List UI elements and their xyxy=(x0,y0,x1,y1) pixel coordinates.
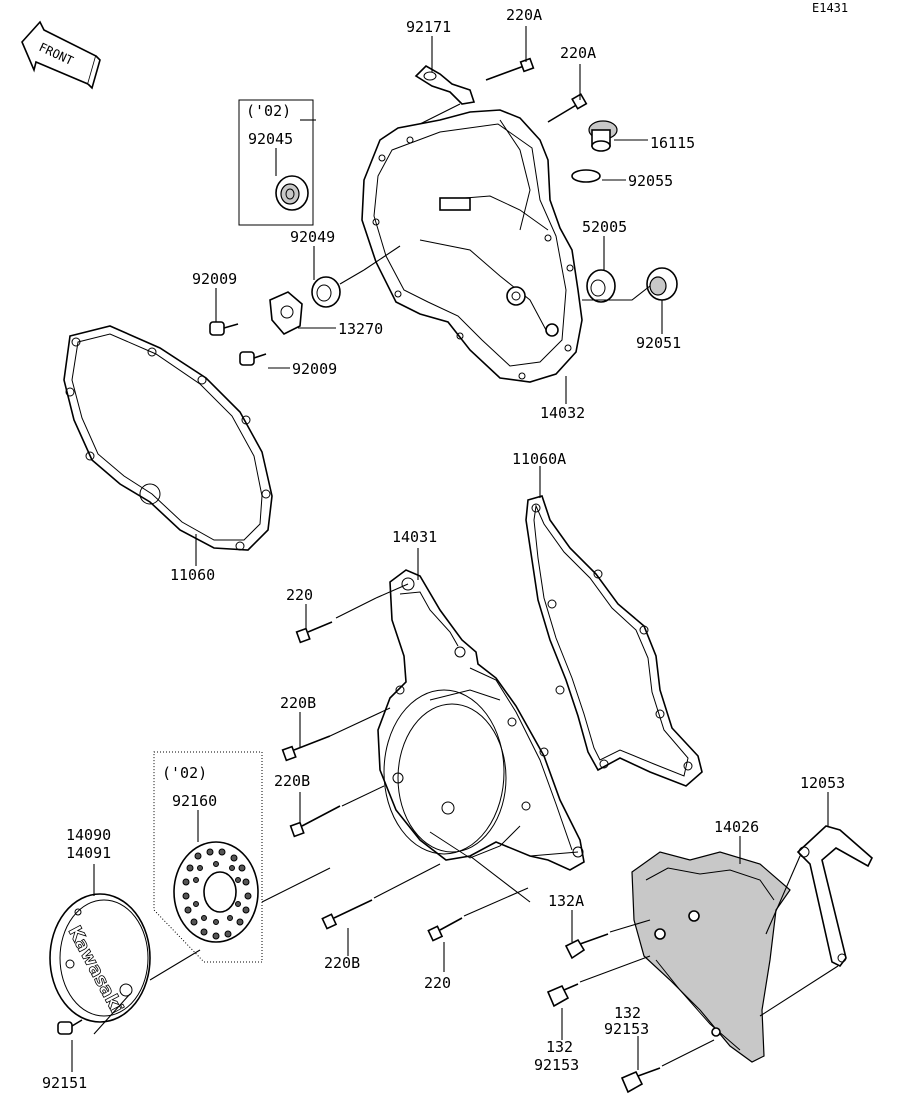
label-220B-lower: 220B xyxy=(324,954,360,972)
label-12053: 12053 xyxy=(800,774,845,792)
front-arrow-icon: FRONT xyxy=(21,20,101,90)
year-note-lower: ('02) xyxy=(162,764,207,782)
plate-13270 xyxy=(269,291,303,335)
label-220A-second: 220A xyxy=(560,44,596,62)
label-16115: 16115 xyxy=(650,134,695,152)
label-220-upper: 220 xyxy=(286,586,313,604)
label-92009-upper: 92009 xyxy=(192,270,237,288)
label-220A-top: 220A xyxy=(506,6,542,24)
seal-92049 xyxy=(311,276,341,308)
cover-cap-14090: Kawasaki xyxy=(49,893,151,1023)
sprocket-cover-14026 xyxy=(631,851,791,1063)
screw-92009-lower xyxy=(239,351,267,366)
label-92051: 92051 xyxy=(636,334,681,352)
seal-52005 xyxy=(586,269,616,303)
leader-lines xyxy=(71,26,839,1072)
generator-cover-14031 xyxy=(377,569,585,871)
label-92055: 92055 xyxy=(628,172,673,190)
label-132A: 132A xyxy=(548,892,584,910)
bolt-220-upper xyxy=(295,621,333,644)
label-52005: 52005 xyxy=(582,218,627,236)
label-11060A: 11060A xyxy=(512,450,566,468)
gasket-11060 xyxy=(63,325,273,551)
screw-92151 xyxy=(57,1019,83,1035)
bracket-92171 xyxy=(414,65,476,105)
label-13270: 13270 xyxy=(338,320,383,338)
label-92151: 92151 xyxy=(42,1074,87,1092)
bracket-12053 xyxy=(796,825,873,968)
perforated-plate-92160 xyxy=(173,841,259,943)
label-220-lower: 220 xyxy=(424,974,451,992)
diagram-id: E1431 xyxy=(812,1,848,15)
label-92153-right: 92153 xyxy=(604,1020,649,1038)
label-92153-lower: 92153 xyxy=(534,1056,579,1074)
bolt-220A-second xyxy=(547,93,588,123)
label-92160: 92160 xyxy=(172,792,217,810)
label-92009-lower: 92009 xyxy=(292,360,337,378)
label-92045: 92045 xyxy=(248,130,293,148)
bolt-132-right xyxy=(620,1067,661,1094)
bolt-220B-middle xyxy=(289,805,341,838)
bolt-220B-upper xyxy=(281,735,331,762)
seal-92051 xyxy=(646,267,678,301)
label-14026: 14026 xyxy=(714,818,759,836)
year-box-upper xyxy=(238,99,314,226)
label-14031: 14031 xyxy=(392,528,437,546)
o-ring-92055 xyxy=(571,169,601,183)
bolt-220A-top xyxy=(485,57,535,81)
filler-cap-16115 xyxy=(588,120,618,152)
bolt-220-lower xyxy=(427,917,463,942)
bolt-132-lower xyxy=(546,983,579,1008)
label-11060: 11060 xyxy=(170,566,215,584)
label-220B-upper: 220B xyxy=(280,694,316,712)
clutch-cover-14032 xyxy=(361,109,583,383)
label-14091: 14091 xyxy=(66,844,111,862)
label-92171: 92171 xyxy=(406,18,451,36)
bolt-220B-lower xyxy=(321,899,373,930)
label-14090: 14090 xyxy=(66,826,111,844)
label-220B-middle: 220B xyxy=(274,772,310,790)
label-92049: 92049 xyxy=(290,228,335,246)
bearing-92045 xyxy=(275,175,309,211)
screw-92009-upper xyxy=(209,321,239,336)
gasket-11060A xyxy=(525,495,703,787)
label-132-lower: 132 xyxy=(546,1038,573,1056)
part-labels: 92171 220A 220A 16115 92055 92045 92049 … xyxy=(42,6,845,1092)
label-14032: 14032 xyxy=(540,404,585,422)
label-132-right: 132 xyxy=(614,1004,641,1022)
bolt-132A xyxy=(564,933,609,960)
year-box-lower xyxy=(153,751,263,963)
year-note-upper: ('02) xyxy=(246,102,291,120)
